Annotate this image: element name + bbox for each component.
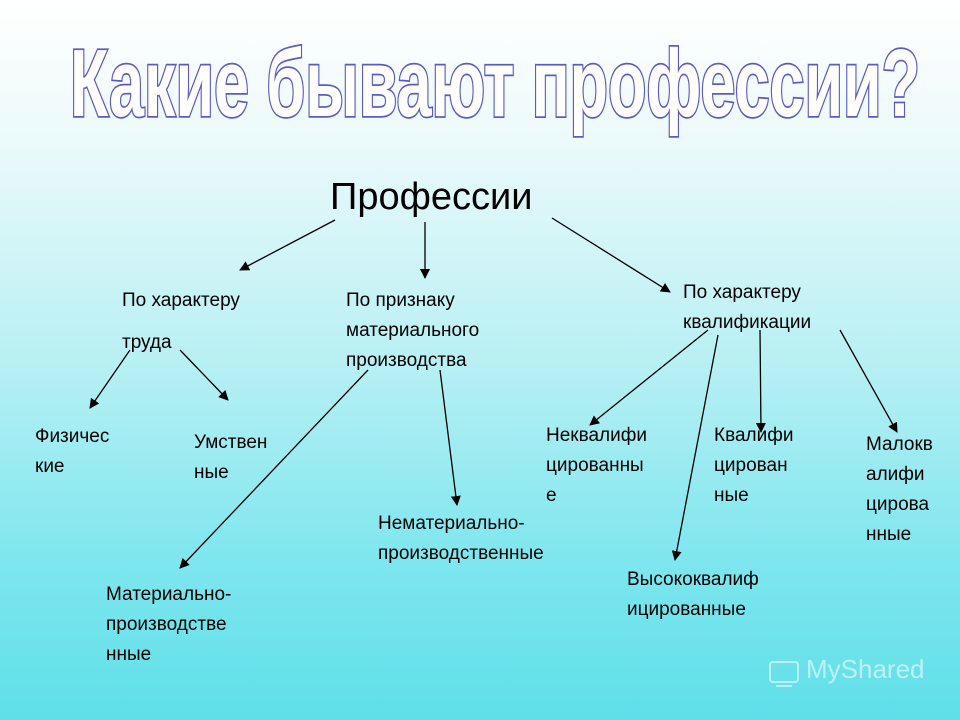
arrow-qual-to-low-qualified [839,329,898,433]
leaf-qualified: Квалифи цирован ные [714,421,793,511]
leaf-unqualified: Неквалифи цированны е [546,421,647,511]
leaf-mental-line1: Умствен [194,432,268,453]
branch-labor-line2: труда [122,332,172,353]
branch-material-line3: производства [346,350,467,371]
leaf-low-qualified-line2: алифи [866,464,925,485]
leaf-physical-line2: кие [35,456,65,477]
leaf-material-production-line1: Материально- [106,584,232,605]
arrow-root-to-qualification [551,217,671,293]
leaf-qualified-line2: цирован [714,455,788,476]
leaf-high-qualified-line1: Высококвалиф [627,569,759,590]
leaf-nonmaterial-production-line1: Нематериально- [378,513,525,534]
leaf-physical-line1: Физичес [35,426,110,447]
branch-qualification-line1: По характеру [683,282,801,303]
leaf-high-qualified: Высококвалиф ицированные [627,565,759,625]
leaf-qualified-line3: ные [714,485,749,506]
branch-labor-line1: По характеру [122,290,240,311]
leaf-low-qualified-line4: нные [866,524,912,545]
leaf-material-production: Материально- производстве нные [106,580,231,670]
arrow-root-to-labor [239,219,336,271]
branch-material: По признаку материального производства [346,286,479,376]
arrow-labor-to-physical [89,349,131,409]
leaf-nonmaterial-production-line2: производственные [378,543,544,564]
leaf-low-qualified-line1: Малокв [866,434,933,455]
leaf-mental: Умствен ные [194,428,267,488]
watermark-logo-icon [769,661,799,687]
leaf-unqualified-line3: е [546,485,557,506]
arrow-qual-to-high-qualified [671,334,719,561]
leaf-unqualified-line1: Неквалифи [546,425,647,446]
leaf-material-production-line3: нные [106,644,152,665]
leaf-physical: Физичес кие [35,422,109,482]
branch-material-line2: материального [346,320,480,341]
branch-qualification: По характеру квалификации [683,278,811,338]
leaf-low-qualified-line3: цирова [866,494,930,515]
slide-title: Какие бывают профессии? [68,28,922,139]
watermark-text: MyShared [806,654,925,684]
arrow-labor-to-mental [179,349,229,401]
root-node-label: Профессии [330,176,533,218]
leaf-nonmaterial-production: Нематериально- производственные [378,509,544,569]
arrow-qual-to-unqualified [589,329,709,426]
branch-qualification-line2: квалификации [683,312,812,333]
slide-title-text: Какие бывают профессии? [70,30,920,137]
leaf-material-production-line2: производстве [106,614,227,635]
leaf-mental-line2: ные [194,462,229,483]
arrow-qual-to-qualified [755,329,766,433]
leaf-unqualified-line2: цированны [546,455,644,476]
branch-labor: По характеру труда [122,286,240,358]
leaf-qualified-line1: Квалифи [714,425,794,446]
arrow-material-to-nonmaterial-prod [439,369,461,506]
leaf-low-qualified: Малокв алифи цирова нные [866,430,933,550]
branch-material-line1: По признаку [346,290,455,311]
arrow-material-to-material-prod [179,369,369,569]
leaf-high-qualified-line2: ицированные [627,599,746,620]
